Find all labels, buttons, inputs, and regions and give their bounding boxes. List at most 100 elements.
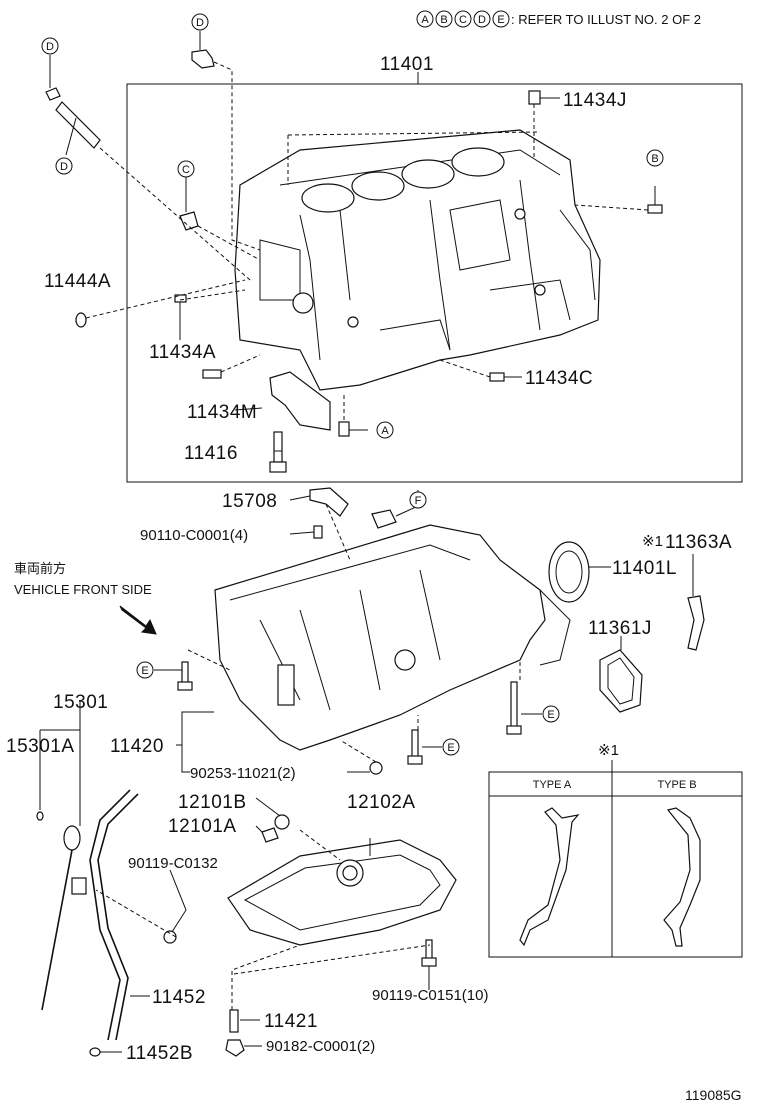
type-variant-box: ※1 TYPE A TYPE B <box>488 742 743 958</box>
callout-letter-e: E <box>497 14 504 26</box>
bearing-cap <box>269 371 331 431</box>
pin-11434j <box>528 90 541 105</box>
sensor-part-d-left <box>45 87 61 101</box>
sensor-15708 <box>309 487 349 517</box>
label-15708: 15708 <box>222 491 277 512</box>
refer-note: : REFER TO ILLUST NO. 2 OF 2 <box>511 12 701 27</box>
oring-15301a <box>36 811 44 821</box>
oil-pan-illustration <box>227 839 457 946</box>
callout-d-top: D <box>196 17 204 29</box>
label-15301: 15301 <box>53 692 108 713</box>
label-11452b: 11452B <box>126 1043 193 1064</box>
label-11363a: 11363A <box>665 532 732 553</box>
bracket-11363a <box>687 595 705 651</box>
lower-labels: 15708 90110-C0001(4) ※1 11363A 11401L 11… <box>6 491 732 1064</box>
sensor-rod-d <box>55 101 101 149</box>
callout-e-middle: E <box>447 742 454 754</box>
bolts-e <box>177 661 522 775</box>
callout-d-left: D <box>46 41 54 53</box>
callout-circle-a <box>416 10 434 28</box>
gasket-12101b <box>274 814 290 830</box>
pin-a <box>338 421 350 437</box>
bolt-f <box>371 509 397 529</box>
lower-callouts: F E E E <box>136 491 560 756</box>
dipstick-illustration <box>36 789 177 1057</box>
callout-circle-e <box>492 10 510 28</box>
label-11363a-mark: ※1 <box>642 533 663 550</box>
type-b-bracket <box>663 807 701 947</box>
upper-small-parts <box>45 49 663 473</box>
stud-11421 <box>229 1009 239 1033</box>
callout-d-rod: D <box>60 161 68 173</box>
label-11452: 11452 <box>152 987 206 1008</box>
label-11420: 11420 <box>110 736 164 757</box>
callout-letter-d: D <box>478 14 486 26</box>
pin-11434c <box>489 372 505 382</box>
label-11421: 11421 <box>264 1011 318 1032</box>
label-12102a: 12102A <box>347 792 416 813</box>
pin-b <box>647 204 663 214</box>
callout-letter-a: A <box>421 14 429 26</box>
type-a-bracket <box>519 807 580 947</box>
header-legend: A B C D E : REFER TO ILLUST NO. 2 OF 2 <box>416 10 701 28</box>
label-11434c: 11434C <box>525 368 593 389</box>
type-a-header: TYPE A <box>533 779 572 791</box>
label-11401l: 11401L <box>612 558 677 579</box>
bolt-90119-c0132 <box>163 930 177 944</box>
vehicle-front-indicator: 車両前方 VEHICLE FRONT SIDE <box>14 561 157 635</box>
sensor-part-d-top <box>191 49 215 69</box>
label-11434a: 11434A <box>149 342 216 363</box>
block-frame <box>126 83 743 483</box>
label-11434j: 11434J <box>563 90 627 111</box>
label-11361j: 11361J <box>588 618 652 639</box>
callout-circle-b <box>435 10 453 28</box>
oring-11452b <box>89 1047 101 1057</box>
bolt-90253 <box>369 761 383 775</box>
label-90119-c0151: 90119-C0151(10) <box>372 987 488 1004</box>
bolt-11416 <box>273 431 283 463</box>
label-11444a: 11444A <box>44 271 111 292</box>
label-11434m: 11434M <box>187 402 257 423</box>
callout-e-right: E <box>547 709 554 721</box>
oring-11444a <box>75 312 87 328</box>
type-box-mark: ※1 <box>598 742 619 759</box>
callout-circle-d <box>473 10 491 28</box>
oil-seal-11401l <box>548 541 590 603</box>
callout-letter-b: B <box>440 14 447 26</box>
callout-a: A <box>381 425 389 437</box>
label-12101b: 12101B <box>178 792 247 813</box>
label-11401: 11401 <box>380 54 434 75</box>
label-90110-c0001: 90110-C0001(4) <box>140 527 248 544</box>
crankcase-illustration <box>214 524 571 751</box>
upper-leaders <box>49 31 656 452</box>
label-12101a: 12101A <box>168 816 237 837</box>
label-11416: 11416 <box>184 443 238 464</box>
front-arrow-icon <box>119 605 157 635</box>
plug-12101a <box>261 827 279 843</box>
callout-f: F <box>415 495 422 507</box>
illustration-number: 119085G <box>685 1087 742 1103</box>
vehicle-front-en: VEHICLE FRONT SIDE <box>14 582 152 597</box>
cylinder-block-illustration <box>234 129 601 391</box>
bolt-90119-c0151 <box>425 939 433 961</box>
upper-callouts: D D D C B A <box>41 13 664 439</box>
label-90182-c0001: 90182-C0001(2) <box>266 1038 375 1055</box>
callout-b: B <box>651 153 658 165</box>
nut-90182 <box>225 1039 245 1057</box>
callout-e-left: E <box>141 665 148 677</box>
gasket-11361j <box>599 649 643 713</box>
callout-letter-c: C <box>459 14 467 26</box>
lower-leaders <box>39 490 694 1053</box>
callout-c: C <box>182 164 190 176</box>
label-90119-c0132: 90119-C0132 <box>128 855 218 872</box>
label-15301a: 15301A <box>6 736 75 757</box>
callout-circle-c <box>454 10 472 28</box>
pin-11434m <box>202 369 222 379</box>
type-b-header: TYPE B <box>657 779 696 791</box>
plug-part-c <box>179 211 199 231</box>
upper-labels: 11401 11434J 11444A 11434A 11434C 11434M… <box>44 54 627 464</box>
vehicle-front-jp: 車両前方 <box>14 561 66 576</box>
label-90253-11021: 90253-11021(2) <box>190 765 296 782</box>
